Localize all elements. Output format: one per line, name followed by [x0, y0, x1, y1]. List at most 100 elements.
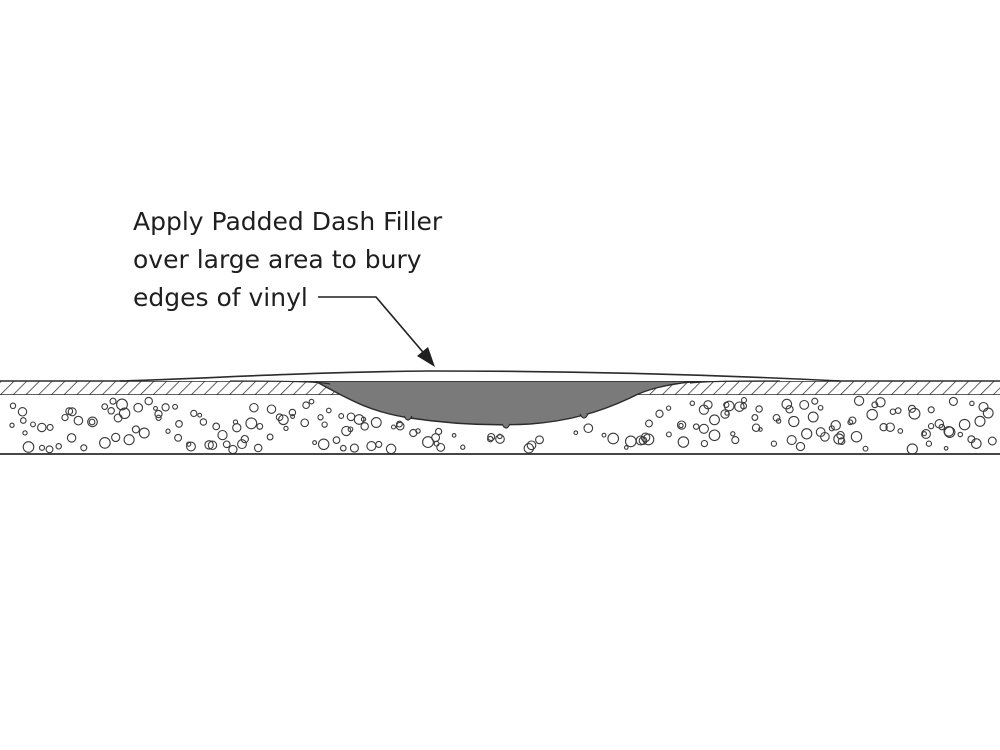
- foam-bubble: [360, 422, 369, 431]
- foam-bubble: [30, 421, 36, 428]
- foam-bubble: [175, 420, 183, 428]
- foam-bubble: [61, 413, 69, 422]
- foam-bubble: [817, 404, 824, 411]
- annotation-line-2: over large area to bury: [133, 245, 422, 274]
- foam-bubble: [906, 443, 918, 454]
- foam-bubble: [415, 428, 421, 434]
- foam-bubble: [731, 436, 740, 445]
- foam-bubble: [154, 409, 163, 419]
- foam-bubble: [665, 431, 672, 438]
- foam-bubble: [676, 420, 687, 430]
- foam-bubble: [338, 413, 345, 419]
- foam-bubble: [245, 417, 258, 430]
- foam-bubble: [9, 402, 17, 410]
- foam-bubble: [678, 422, 684, 429]
- foam-bubble: [275, 413, 284, 422]
- foam-bubble: [623, 445, 629, 450]
- foam-bubble: [312, 440, 318, 446]
- foam-bubble: [788, 415, 800, 428]
- foam-bubble: [65, 407, 74, 416]
- foam-bubble: [755, 405, 763, 413]
- foam-bubble: [290, 414, 296, 419]
- foam-bubble: [698, 423, 709, 434]
- foam-bubble: [720, 409, 730, 419]
- foam-bubble: [925, 440, 933, 447]
- foam-bubble: [375, 440, 383, 448]
- foam-bubble: [921, 429, 931, 439]
- foam-bubble: [927, 406, 935, 414]
- foam-bubble: [111, 432, 121, 443]
- foam-bubble: [734, 401, 745, 412]
- annotation-line-3: edges of vinyl: [133, 283, 308, 312]
- foam-bubble: [317, 414, 324, 421]
- foam-bubble: [266, 404, 277, 414]
- foam-bubble: [837, 437, 846, 446]
- foam-bubble: [325, 407, 332, 414]
- foam-bubble: [970, 438, 982, 449]
- foam-bubble: [118, 407, 131, 420]
- foam-bubble: [958, 418, 971, 431]
- foam-bubble: [172, 403, 179, 410]
- foam-bubble: [730, 431, 736, 437]
- foam-bubble: [232, 423, 242, 433]
- foam-bubble: [436, 442, 446, 452]
- leader-line: [318, 296, 429, 359]
- foam-bubble: [709, 414, 720, 426]
- filler-surface-inner: [689, 380, 781, 384]
- foam-bubble: [799, 399, 810, 410]
- foam-bubble: [640, 432, 651, 443]
- foam-bubble: [349, 443, 359, 453]
- foam-bubble: [199, 418, 208, 426]
- foam-bubble: [278, 414, 289, 426]
- foam-bubble: [921, 431, 927, 437]
- foam-bubble: [770, 440, 778, 447]
- foam-bubble: [283, 425, 289, 432]
- foam-bubble: [866, 408, 878, 421]
- foam-bubble: [775, 418, 782, 424]
- foam-bubble: [45, 445, 54, 454]
- foam-bubble: [256, 422, 264, 430]
- foam-bubble: [879, 423, 888, 432]
- foam-bubble: [871, 401, 879, 409]
- foam-bubble: [723, 400, 735, 412]
- filler-drip: [403, 415, 413, 421]
- foam-bubble: [341, 425, 352, 437]
- foam-bubble: [339, 444, 347, 452]
- foam-bubble: [88, 418, 96, 426]
- foam-bubble: [957, 431, 964, 438]
- foam-bubble: [523, 443, 535, 454]
- foam-bubble: [927, 422, 935, 430]
- foam-bubble: [645, 419, 653, 428]
- filler-surface-inner: [229, 380, 331, 385]
- foam-bubble: [785, 405, 794, 414]
- foam-bubble: [109, 397, 117, 405]
- foam-bubble: [836, 430, 845, 440]
- dash-filler: [119, 370, 841, 429]
- foam-bubble: [897, 428, 904, 434]
- foam-bubble: [360, 416, 367, 422]
- foam-bubble: [807, 411, 819, 423]
- foam-bubble: [212, 422, 221, 431]
- foam-bubble: [138, 427, 150, 439]
- foam-bubble: [526, 440, 537, 451]
- foam-bubble: [908, 407, 921, 420]
- foam-bubble: [67, 407, 77, 417]
- foam-bubble: [487, 432, 496, 442]
- foam-bubble: [451, 433, 457, 438]
- foam-bubble: [353, 414, 365, 425]
- foam-bubble: [308, 398, 315, 405]
- foam-bubble: [17, 407, 28, 417]
- foam-bubble: [987, 436, 997, 446]
- foam-bubble: [607, 432, 620, 445]
- foam-bubble: [332, 436, 341, 444]
- foam-bubble: [655, 409, 664, 418]
- foam-bubble: [390, 424, 397, 430]
- foam-bubble: [703, 400, 713, 410]
- foam-bubble: [22, 441, 35, 453]
- foam-bubble: [635, 435, 646, 446]
- foam-bubble: [938, 423, 946, 431]
- foam-bubble: [848, 416, 857, 425]
- foam-bubble: [820, 431, 830, 442]
- foam-bubble: [217, 429, 228, 441]
- foam-bubble: [642, 433, 655, 446]
